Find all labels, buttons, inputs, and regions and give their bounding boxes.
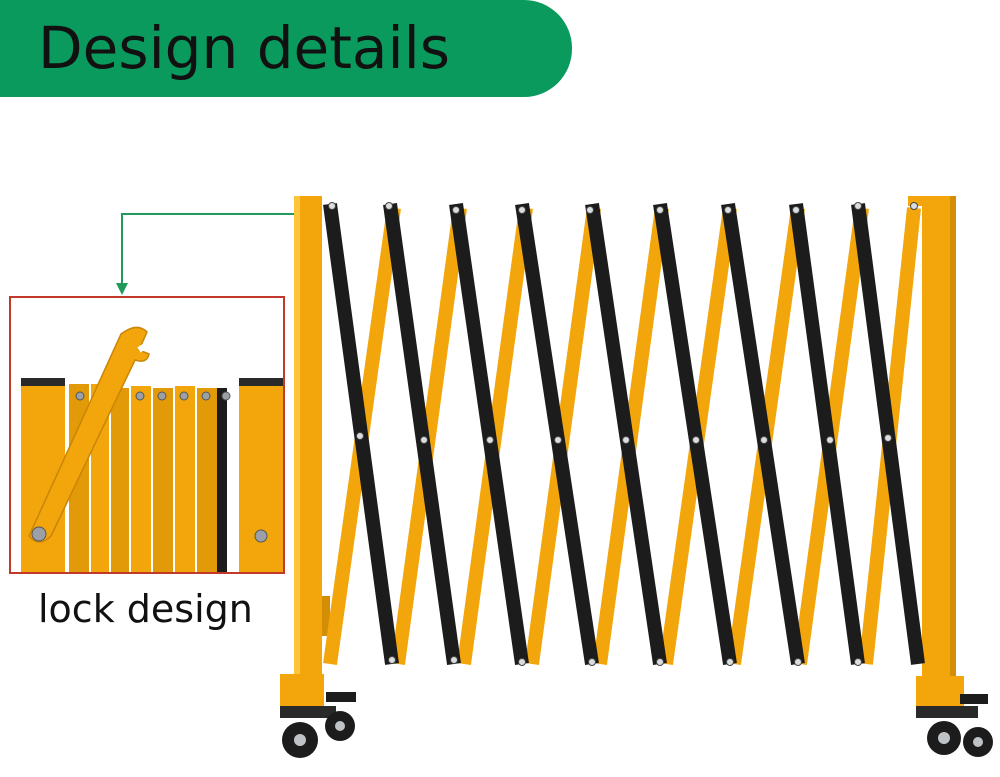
banner-title: Design details xyxy=(38,14,450,82)
wheel-icon xyxy=(282,711,355,758)
callout-caption: lock design xyxy=(38,587,253,631)
right-post xyxy=(908,196,956,680)
right-base xyxy=(916,676,993,757)
lock-detail-frame xyxy=(9,296,285,574)
title-banner: Design details xyxy=(0,0,572,97)
folded-slats xyxy=(69,384,227,572)
lock-detail-image xyxy=(11,298,283,572)
left-post xyxy=(294,196,330,674)
bolt-icon xyxy=(328,202,918,666)
bolt-icon xyxy=(75,391,268,543)
left-base xyxy=(280,674,356,758)
black-slats xyxy=(323,202,925,666)
lock-arm xyxy=(28,326,153,543)
arrow-down-icon xyxy=(116,283,128,295)
wheel-icon xyxy=(927,721,993,757)
